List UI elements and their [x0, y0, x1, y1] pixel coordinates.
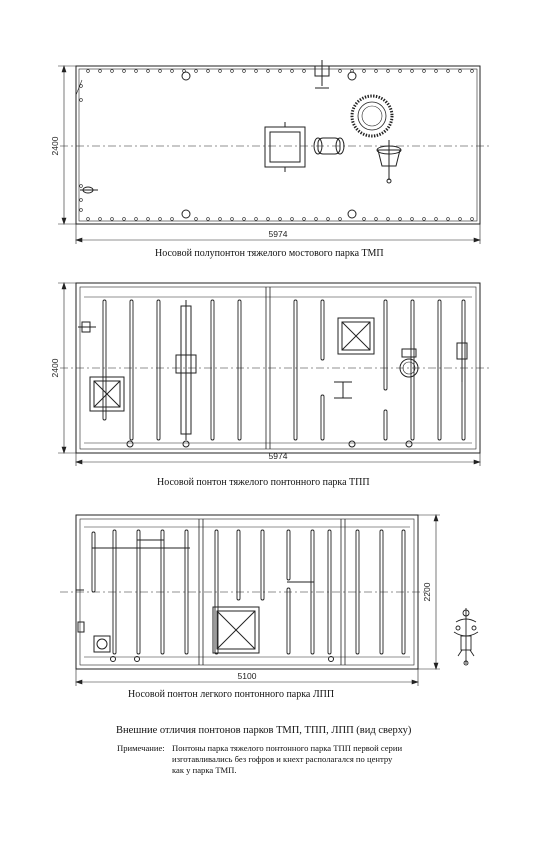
lpp-caption: Носовой понтон легкого понтонного парка …	[128, 689, 335, 700]
tmp-bolt-row-bottom	[86, 217, 474, 221]
tmp-hull-outline	[75, 65, 481, 225]
lpp-bow-shackle	[76, 589, 85, 633]
tmp-square-hatch	[264, 122, 306, 172]
tpp-manhole	[399, 348, 419, 378]
note-line-3: как у парка ТМП.	[172, 765, 237, 775]
tpp-deck-hatches	[126, 440, 413, 448]
lpp-length-dimension	[75, 669, 419, 686]
lpp-pontoon-drawing: 5100 2200	[60, 514, 440, 686]
tmp-caption: Носовой полупонтон тяжелого мостового па…	[155, 248, 384, 259]
tmp-width-dimension	[58, 65, 76, 225]
tpp-bow-shackle	[78, 321, 96, 333]
tpp-square-hatch-left	[89, 376, 125, 412]
tmp-deck-fitting-top	[314, 60, 330, 89]
tmp-length-dimension	[75, 224, 481, 244]
tpp-h-frame	[334, 381, 352, 399]
tpp-caption: Носовой понтон тяжелого понтонного парка…	[157, 477, 370, 488]
tpp-deck-corrugations	[102, 299, 466, 441]
lpp-crossbars	[92, 539, 314, 583]
tmp-coiled-rope	[350, 94, 394, 138]
page-title: Внешние отличия понтонов парков ТМП, ТПП…	[116, 725, 412, 736]
anchor-ornament	[453, 608, 479, 666]
tpp-pontoon-drawing: 5974 2400	[50, 282, 490, 466]
tpp-square-hatch-center	[337, 317, 375, 355]
tmp-bollard	[376, 140, 402, 184]
lpp-width-label: 2200	[422, 582, 432, 601]
tmp-width-label: 2400	[50, 136, 60, 155]
lpp-deck-corrugations	[91, 529, 406, 655]
tpp-length-label: 5974	[269, 451, 288, 461]
note-line-1: Понтоны парка тяжелого понтонного парка …	[172, 743, 403, 753]
tpp-width-label: 2400	[50, 358, 60, 377]
tpp-stowage-rail	[175, 300, 197, 440]
tmp-deck-hatches	[181, 71, 357, 219]
tmp-bolt-row-top	[86, 69, 474, 73]
tmp-half-pontoon-drawing: 5974 2400	[50, 60, 490, 244]
tmp-towing-eye	[80, 186, 98, 194]
lpp-deck-hatches	[110, 656, 334, 662]
tpp-bollard	[456, 330, 468, 382]
lpp-square-hatch	[212, 606, 260, 654]
lpp-width-dimension	[418, 514, 440, 670]
tpp-width-dimension	[58, 282, 76, 454]
tmp-length-label: 5974	[269, 229, 288, 239]
lpp-small-hatch	[93, 635, 111, 653]
tmp-pipe-fitting	[313, 137, 345, 155]
tmp-bolt-column-bow	[79, 84, 83, 212]
note-line-2: изготавливались без гофров и кнехт распо…	[172, 754, 393, 764]
tpp-length-dimension	[75, 453, 481, 466]
note-label: Примечание:	[117, 743, 165, 753]
lpp-length-label: 5100	[238, 671, 257, 681]
tmp-hull-inner-outline	[78, 68, 478, 222]
